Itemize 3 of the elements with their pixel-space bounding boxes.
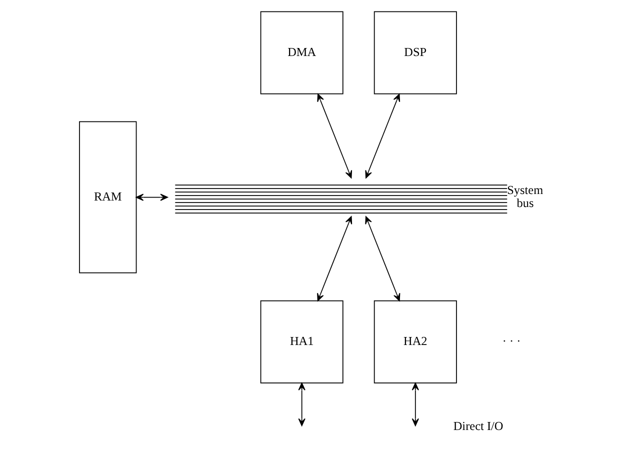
- label: Direct I/O: [452, 418, 503, 433]
- node-text: System bus: [506, 182, 543, 210]
- label: · · ·: [502, 334, 520, 348]
